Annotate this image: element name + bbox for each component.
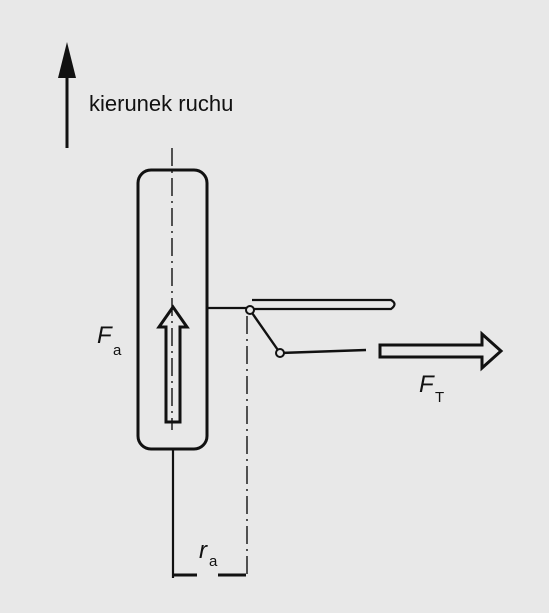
tangential-force-symbol: F	[419, 371, 435, 398]
radius-subscript: a	[209, 553, 218, 570]
lower-arm	[279, 348, 367, 355]
axial-force-symbol: F	[97, 322, 113, 349]
upper-arm	[252, 298, 396, 311]
axial-force-hollow-arrow-icon	[156, 304, 190, 424]
direction-arrow-icon	[58, 42, 76, 148]
axial-force-subscript: a	[113, 342, 122, 359]
lower-pivot	[275, 348, 285, 358]
diagonal-link	[249, 309, 281, 354]
direction-label: kierunek ruchu	[89, 91, 233, 116]
tangential-force-subscript: T	[435, 389, 444, 406]
tangential-force-hollow-arrow-icon	[378, 330, 504, 372]
upper-pivot	[245, 305, 255, 315]
radius-symbol: r	[199, 537, 208, 564]
